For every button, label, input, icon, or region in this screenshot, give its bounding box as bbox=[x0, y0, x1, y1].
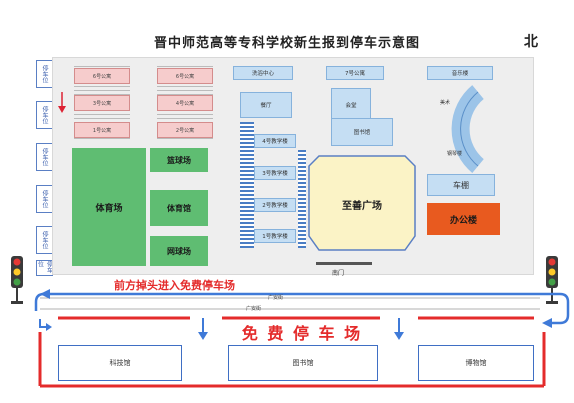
map-title: 晋中师范高等专科学校新生报到停车示意图 bbox=[153, 36, 420, 51]
parking-spot: 停车位 bbox=[36, 101, 53, 129]
parking-spot: 停车位 bbox=[36, 185, 53, 213]
teaching-stripes bbox=[240, 122, 254, 248]
hall: 会堂 bbox=[331, 88, 371, 122]
campus-library: 图书馆 bbox=[331, 118, 393, 146]
dorm-3: 3号公寓 bbox=[74, 95, 130, 111]
dorm-4: 4号公寓 bbox=[157, 95, 213, 111]
parking-spot: 停车位 bbox=[36, 60, 53, 88]
free-parking-label: 免 费 停 车 场 bbox=[241, 324, 363, 343]
teaching-building-1: 1号教学楼 bbox=[254, 229, 296, 243]
plaza-label: 至善广场 bbox=[342, 200, 382, 212]
arrow-down-icon bbox=[394, 318, 404, 340]
free-parking-outline bbox=[38, 316, 546, 388]
carport: 车棚 bbox=[427, 174, 495, 196]
uturn-note: 前方掉头进入免费停车场 bbox=[114, 279, 235, 292]
traffic-light-icon bbox=[11, 256, 23, 304]
dorm-7: 7号公寓 bbox=[326, 66, 384, 80]
laundry-center: 洗浴中心 bbox=[233, 66, 293, 80]
teaching-building-4: 4号教学楼 bbox=[254, 134, 296, 148]
parking-spot: 停车位 bbox=[36, 226, 53, 254]
dorm-6: 6号公寓 bbox=[74, 68, 130, 84]
teaching-building-3: 3号教学楼 bbox=[254, 166, 296, 180]
arc-buildings bbox=[451, 85, 485, 173]
parking-spot: 停车位 bbox=[36, 143, 53, 171]
dorm-1: 1号公寓 bbox=[74, 122, 130, 138]
parking-spot: 停车位 bbox=[36, 260, 53, 276]
road-label: 广安街 bbox=[246, 306, 262, 312]
plaza-shape bbox=[308, 155, 416, 251]
dorm-2: 2号公寓 bbox=[157, 122, 213, 138]
road-route bbox=[34, 289, 570, 331]
teaching-stripes bbox=[298, 150, 306, 248]
office-building: 办公楼 bbox=[427, 203, 500, 235]
canteen: 餐厅 bbox=[240, 92, 292, 118]
sports-field: 体育场 bbox=[72, 148, 146, 266]
basketball-court: 篮球场 bbox=[150, 148, 208, 172]
south-gate-label: 南门 bbox=[332, 270, 345, 277]
road-label: 广安街 bbox=[268, 295, 284, 301]
music-building: 音乐楼 bbox=[427, 66, 493, 80]
teaching-building-2: 2号教学楼 bbox=[254, 198, 296, 212]
arc-bottom-label: 钢琴楼 bbox=[447, 151, 463, 157]
arc-top-label: 美术 bbox=[440, 100, 451, 106]
public-library: 图书馆 bbox=[228, 345, 378, 381]
arrow-down-icon bbox=[58, 92, 66, 113]
tennis-court: 网球场 bbox=[150, 236, 208, 266]
museum: 博物馆 bbox=[418, 345, 534, 381]
science-museum: 科技馆 bbox=[58, 345, 182, 381]
south-gate-bar bbox=[316, 262, 372, 265]
gymnasium: 体育馆 bbox=[150, 190, 208, 226]
dorm-6b: 6号公寓 bbox=[157, 68, 213, 84]
arrow-down-icon bbox=[198, 318, 208, 340]
north-label: 北 bbox=[524, 34, 538, 50]
